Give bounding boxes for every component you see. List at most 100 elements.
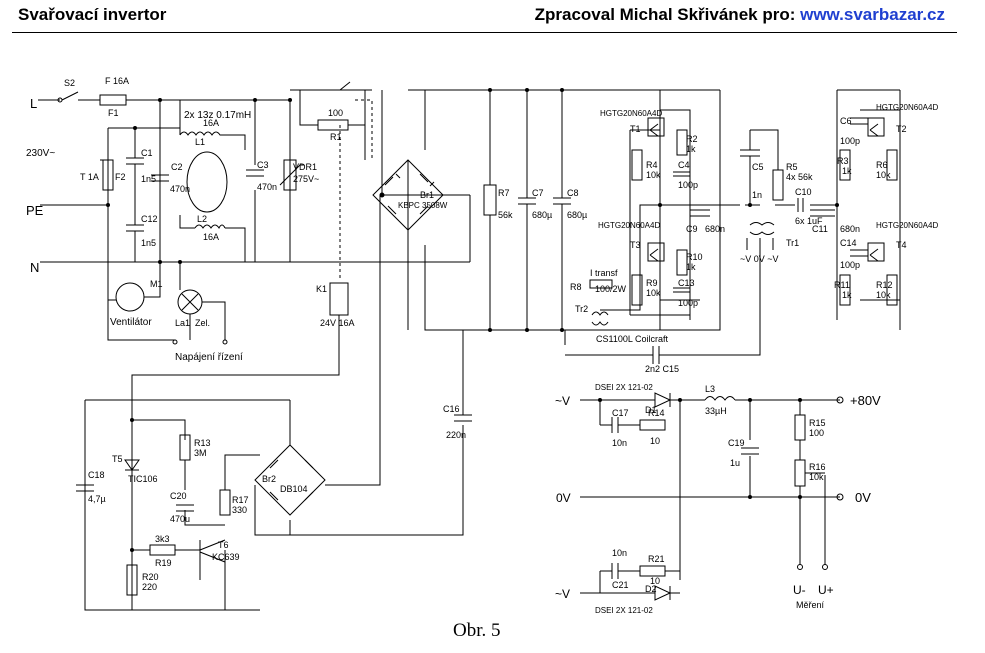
- label-c4-val: 100p: [678, 180, 698, 190]
- current-transformer-tr2: [591, 311, 609, 326]
- label-r4: R4: [646, 160, 658, 170]
- control-circuit: [84, 195, 464, 611]
- label-tr1-taps: ~V 0V ~V: [740, 254, 779, 264]
- label-c1: C1: [141, 148, 153, 158]
- fan-m1: [108, 262, 161, 312]
- capacitor-c5: [740, 130, 760, 205]
- resistor-r19: [149, 544, 176, 556]
- label-tr1: Tr1: [786, 238, 799, 248]
- resistor-r7: [483, 90, 497, 330]
- label-l3: L3: [705, 384, 715, 394]
- label-br1-val: KBPC 3508W: [398, 201, 448, 210]
- label-r15-val: 100: [809, 428, 824, 438]
- terminal-napajeni-2: [222, 339, 228, 345]
- label-r6: R6: [876, 160, 888, 170]
- capacitor-c6: [850, 117, 868, 125]
- label-r1: R1: [330, 132, 342, 142]
- website-link[interactable]: www.svarbazar.cz: [800, 5, 945, 24]
- label-c8: C8: [567, 188, 579, 198]
- label-tr2-val: CS1100L Coilcraft: [596, 334, 669, 344]
- capacitor-c4: [673, 171, 690, 177]
- terminal-u-minus: [797, 564, 803, 570]
- figure-caption: Obr. 5: [453, 620, 501, 641]
- label-r20: R20: [142, 572, 159, 582]
- capacitor-c1: [126, 150, 144, 172]
- capacitor-c19: [741, 447, 759, 455]
- label-r12: R12: [876, 280, 893, 290]
- label-f2-val: T 1A: [80, 172, 99, 182]
- resistor-r16: [794, 459, 806, 487]
- label-r3-val: 1k: [842, 166, 852, 176]
- label-r14-val: 10: [650, 436, 660, 446]
- label-c6: C6: [840, 116, 852, 126]
- label-f1: F1: [108, 108, 119, 118]
- label-c9-val: 680n: [705, 224, 725, 234]
- capacitor-c17: [600, 417, 640, 433]
- label-c16-val: 220n: [446, 430, 466, 440]
- label-r11: R11: [834, 280, 850, 290]
- label-pe: PE: [26, 203, 44, 218]
- capacitor-c7: [518, 90, 536, 330]
- label-c8-val: 680µ: [567, 210, 587, 220]
- label-vdr1: VDR1: [293, 162, 317, 172]
- label-c10-val: 6x 1uF: [795, 216, 823, 226]
- label-c17-val: 10n: [612, 438, 627, 448]
- label-t6: T6: [218, 540, 229, 550]
- header-title: Svařovací invertor: [18, 5, 167, 24]
- label-t4-type: HGTG20N60A4D: [876, 221, 938, 230]
- resistor-r1: [317, 119, 349, 131]
- label-r16: R16: [809, 462, 826, 472]
- label-d1-type: DSEI 2X 121-02: [595, 383, 653, 392]
- label-napajeni: Napájení řízení: [175, 352, 243, 363]
- label-l1-val: 16A: [203, 118, 219, 128]
- label-c16: C16: [443, 404, 460, 414]
- igbt-bridge: [564, 89, 901, 345]
- label-br1: Br1: [420, 190, 434, 200]
- label-u-minus: U-: [793, 583, 806, 597]
- label-r9-val: 10k: [646, 288, 661, 298]
- capacitor-c8: [553, 90, 571, 330]
- switch-s2: [57, 97, 63, 103]
- junction-dots: [106, 88, 839, 552]
- dc-bus: [407, 89, 426, 330]
- label-c3-val: 470n: [257, 182, 277, 192]
- label-input-0v: 0V: [556, 491, 571, 505]
- label-mains: 230V~: [26, 148, 55, 159]
- label-s2: S2: [64, 78, 75, 88]
- resistor-r21: [639, 565, 666, 577]
- resistor-r10: [676, 249, 688, 276]
- terminal-0v: [836, 493, 844, 501]
- fuse-f2: [102, 159, 114, 191]
- label-t6-val: KC639: [212, 552, 240, 562]
- label-r8: R8: [570, 282, 582, 292]
- bridge-rectifier-br2: [254, 444, 326, 516]
- capacitor-c20: [176, 504, 194, 512]
- label-r7: R7: [498, 188, 510, 198]
- label-c6-val: 100p: [840, 136, 860, 146]
- label-r7-val: 56k: [498, 210, 513, 220]
- label-n: N: [30, 260, 39, 275]
- inductor-l1: [179, 131, 246, 213]
- relay-k1: [131, 282, 349, 440]
- label-la1: La1: [175, 318, 190, 328]
- transformer-tr1: [746, 222, 775, 250]
- label-c13: C13: [678, 278, 695, 288]
- transistor-t3: [647, 242, 665, 262]
- label-r6-val: 10k: [876, 170, 891, 180]
- header-credit-prefix: Zpracoval Michal Skřivánek pro:: [534, 5, 796, 24]
- label-c12-val: 1n5: [141, 238, 156, 248]
- capacitor-c12: [126, 218, 144, 236]
- label-c20: C20: [170, 491, 187, 501]
- capacitor-c18: [76, 484, 94, 492]
- label-c1-val: 1n5: [141, 174, 156, 184]
- lamp-la1: [177, 262, 226, 340]
- resistor-r8: [589, 279, 613, 289]
- label-c17: C17: [612, 408, 629, 418]
- capacitor-c16: [454, 414, 472, 422]
- capacitor-c10: [797, 198, 804, 212]
- header-rule: [12, 32, 957, 33]
- label-c20-val: 470u: [170, 514, 190, 524]
- label-vdr1-val: 275V~: [293, 174, 319, 184]
- label-d2: D2: [645, 584, 657, 594]
